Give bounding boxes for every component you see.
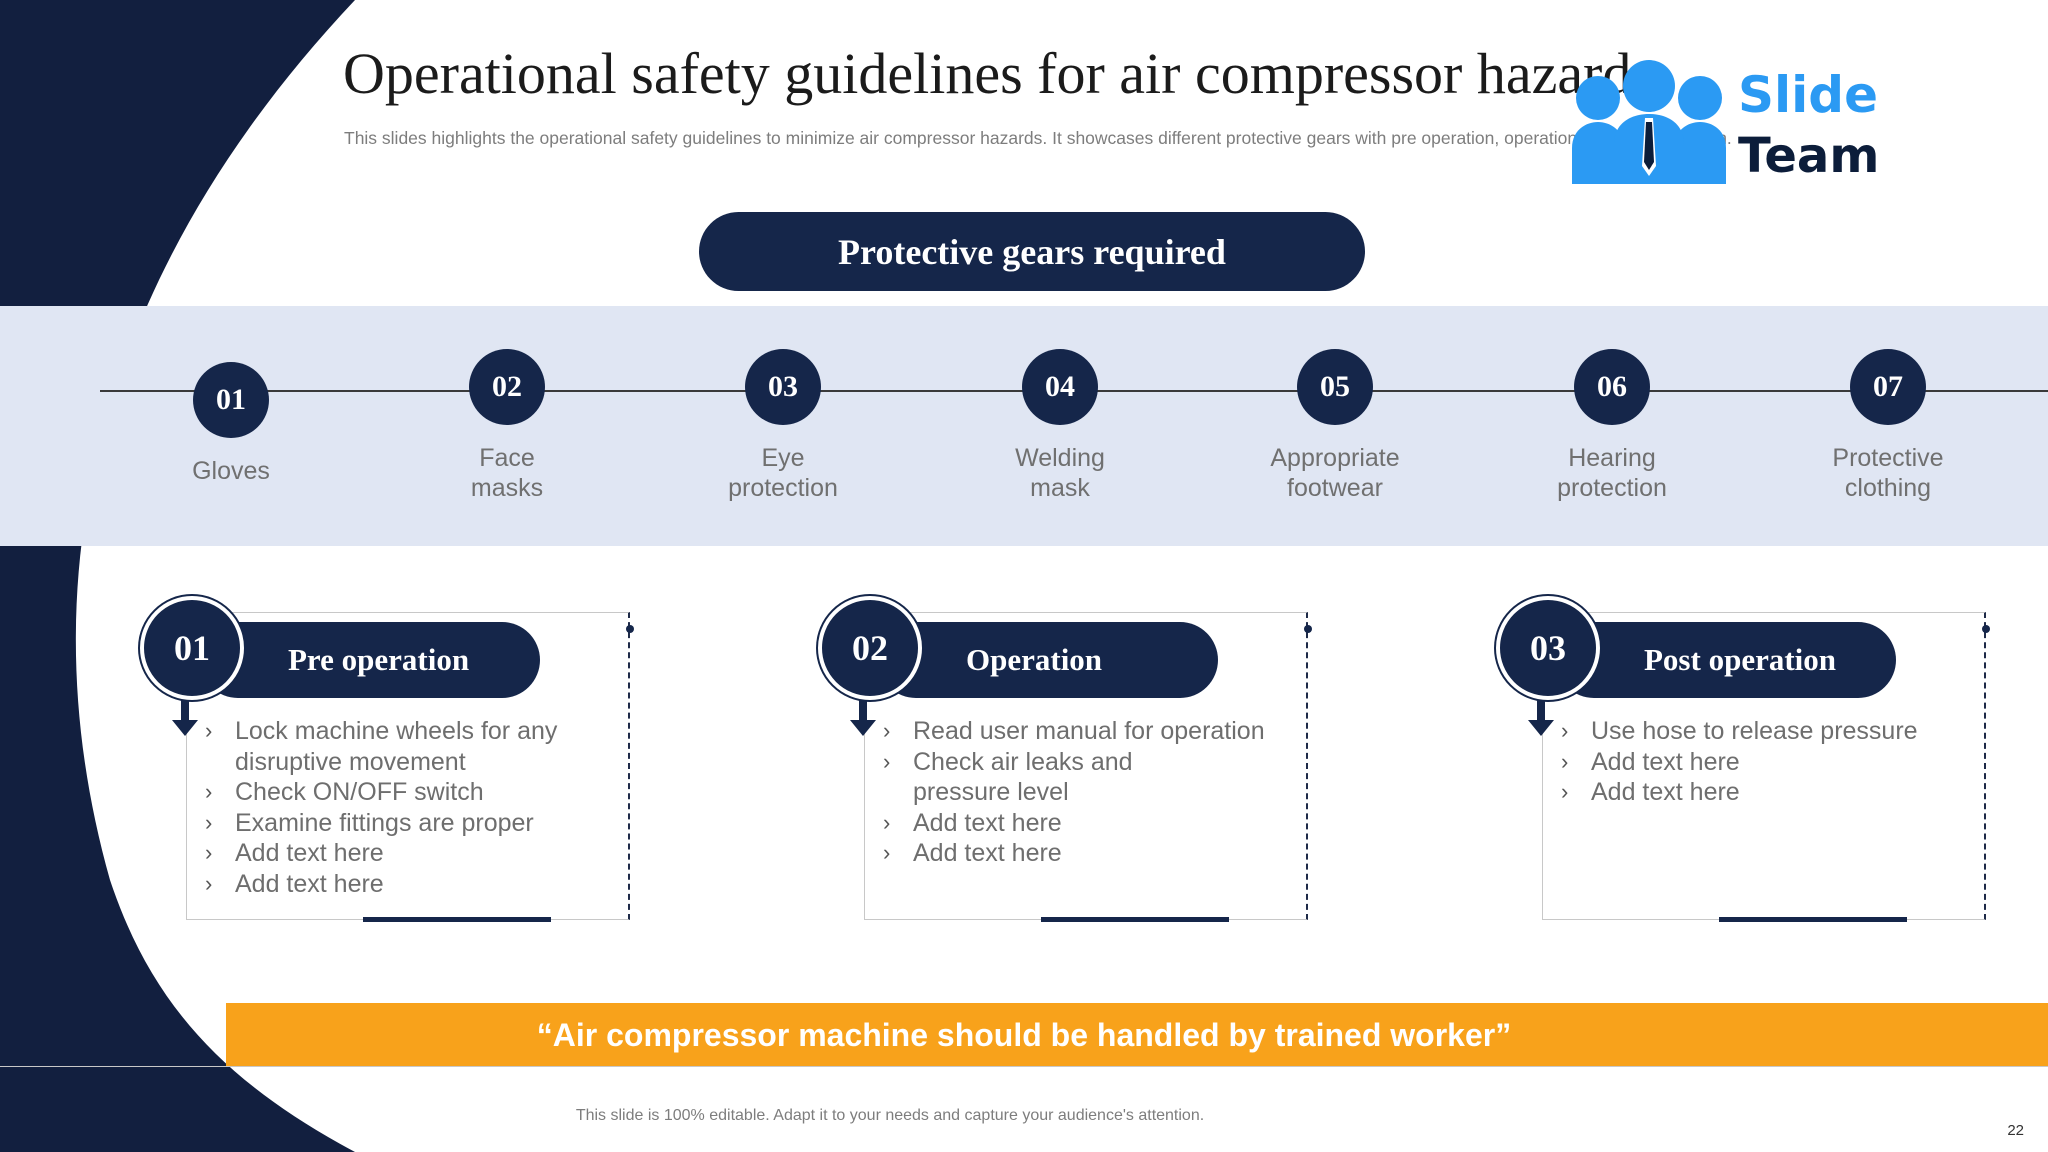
chevron-right-icon: › — [883, 748, 891, 774]
step-number-circle: 04 — [1022, 349, 1098, 425]
slide-title: Operational safety guidelines for air co… — [343, 41, 1654, 106]
phase-number-circle: 02 — [818, 596, 922, 700]
list-item-text: Add text here — [235, 869, 384, 898]
phase-number-circle: 01 — [140, 596, 244, 700]
logo-text-slide: Slide — [1738, 66, 1878, 124]
step-number-circle: 02 — [469, 349, 545, 425]
chevron-right-icon: › — [205, 840, 213, 865]
quote-text: “Air compressor machine should be handle… — [536, 1016, 1512, 1053]
list-item-text: Examine fittings are proper — [235, 808, 534, 837]
list-item-text: Check air leaks and pressure level — [913, 747, 1133, 807]
list-item: › Add text here — [883, 808, 1283, 839]
chevron-right-icon: › — [883, 718, 891, 743]
gear-step-appropriate-footwear: 05 Appropriate footwear — [1225, 349, 1445, 503]
step-number-circle: 05 — [1297, 349, 1373, 425]
arrow-down-icon — [1528, 700, 1554, 736]
footer-divider — [0, 1066, 2048, 1067]
phase-title-pill: Post operation — [1556, 622, 1896, 698]
step-label: Face masks — [470, 444, 544, 502]
chevron-right-icon: › — [205, 718, 213, 743]
chevron-right-icon: › — [883, 840, 891, 865]
step-number-circle: 07 — [1850, 349, 1926, 425]
page-number: 22 — [2007, 1122, 2024, 1139]
step-number-circle: 01 — [193, 362, 269, 438]
list-item-text: Read user manual for operation — [913, 717, 1265, 745]
chevron-right-icon: › — [1561, 748, 1569, 774]
list-item-text: Lock machine wheels for any disruptive m… — [235, 717, 558, 776]
card-corner-dot — [626, 625, 634, 633]
step-label: Hearing protection — [1557, 444, 1667, 502]
list-item-text: Add text here — [235, 839, 384, 867]
step-label: Appropriate footwear — [1270, 444, 1400, 502]
list-item-text: Add text here — [913, 808, 1062, 837]
list-item-text: Check ON/OFF switch — [235, 778, 484, 806]
list-item: › Add text here — [883, 838, 1283, 869]
list-item: › Lock machine wheels for any disruptive … — [205, 716, 605, 777]
quote-banner — [226, 1003, 2048, 1067]
step-label: Eye protection — [728, 444, 838, 502]
phase-title-pill: Pre operation — [200, 622, 540, 698]
step-label: Protective clothing — [1832, 444, 1944, 502]
list-item: › Add text here — [1561, 747, 1961, 778]
list-item: › Add text here — [1561, 777, 1961, 808]
gear-step-face-masks: 02 Face masks — [397, 349, 617, 503]
footer-note: This slide is 100% editable. Adapt it to… — [575, 1107, 1205, 1124]
list-item-text: Add text here — [1591, 747, 1740, 776]
list-item: › Read user manual for operation — [883, 716, 1283, 747]
list-item: › Check ON/OFF switch — [205, 777, 605, 808]
step-label: Gloves — [192, 457, 270, 485]
gear-step-eye-protection: 03 Eye protection — [673, 349, 893, 503]
protective-gears-header: Protective gears required — [699, 212, 1365, 291]
arrow-down-icon — [850, 700, 876, 736]
chevron-right-icon: › — [205, 809, 213, 835]
list-item-text: Add text here — [913, 839, 1062, 867]
list-item-text: Add text here — [1591, 778, 1740, 806]
protective-gears-band — [0, 306, 2048, 546]
chevron-right-icon: › — [1561, 779, 1569, 804]
list-item: › Add text here — [205, 838, 605, 869]
slideteam-logo: Slide Team — [1568, 56, 1880, 186]
step-label: Welding mask — [1015, 444, 1105, 502]
card-corner-dot — [1304, 625, 1312, 633]
card-underline — [1041, 917, 1229, 922]
chevron-right-icon: › — [205, 870, 213, 896]
slide-subtitle: This slides highlights the operational s… — [344, 128, 1732, 148]
list-item-text: Use hose to release pressure — [1591, 717, 1918, 745]
chevron-right-icon: › — [883, 809, 891, 835]
gear-step-hearing-protection: 06 Hearing protection — [1502, 349, 1722, 503]
list-item: › Use hose to release pressure — [1561, 716, 1961, 747]
gear-step-welding-mask: 04 Welding mask — [950, 349, 1170, 503]
card-underline — [363, 917, 551, 922]
card-corner-dot — [1982, 625, 1990, 633]
gear-step-protective-clothing: 07 Protective clothing — [1778, 349, 1998, 503]
phase-bullet-list: › Lock machine wheels for any disruptive … — [205, 716, 605, 899]
step-number-circle: 06 — [1574, 349, 1650, 425]
phase-title-pill: Operation — [878, 622, 1218, 698]
list-item: › Check air leaks and pressure level — [883, 747, 1183, 808]
list-item: › Examine fittings are proper — [205, 808, 605, 839]
phase-bullet-list: › Use hose to release pressure › Add text … — [1561, 716, 1961, 808]
logo-text-team: Team — [1738, 128, 1880, 184]
chevron-right-icon: › — [205, 779, 213, 804]
chevron-right-icon: › — [1561, 718, 1569, 743]
phase-bullet-list: › Read user manual for operation › Check a… — [883, 716, 1283, 869]
list-item: › Add text here — [205, 869, 605, 900]
step-number-circle: 03 — [745, 349, 821, 425]
phase-number-circle: 03 — [1496, 596, 1600, 700]
arrow-down-icon — [172, 700, 198, 736]
gear-step-gloves: 01 Gloves — [121, 362, 341, 486]
card-underline — [1719, 917, 1907, 922]
people-group-icon — [1572, 60, 1726, 184]
